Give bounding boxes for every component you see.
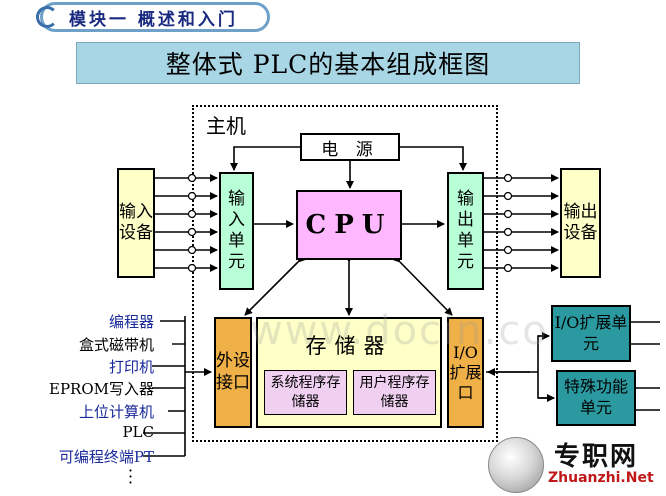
host-frame <box>192 105 498 442</box>
output-device-box: 输出设备 <box>560 168 601 278</box>
logo-ball-icon <box>488 437 544 493</box>
user-program-memory-box: 用户程序存储器 <box>353 370 436 415</box>
power-line-right <box>400 146 467 171</box>
peripheral-terminal: 可编程终端PT <box>58 448 154 466</box>
cpu-ioext-diag <box>392 254 453 316</box>
io-expansion-port-box: I/O扩展口 <box>447 317 484 428</box>
more-dots: ··· <box>128 461 134 492</box>
logo-url: Zhuanzhi.Net <box>548 470 654 486</box>
power-line-left <box>230 146 300 171</box>
module-badge-text: 模块一 概述和入门 <box>69 9 238 30</box>
peripheral-eprom-writer: EPROM写入器 <box>49 380 154 398</box>
output-lines <box>484 174 559 272</box>
input-unit-box: 输入单元 <box>219 172 254 290</box>
peripheral-plc: PLC <box>122 423 154 441</box>
cpu-extif-diag <box>244 254 306 316</box>
input-lines <box>155 174 218 272</box>
diagram-title: 整体式 PLC的基本组成框图 <box>76 42 580 84</box>
input-terminals <box>187 173 197 273</box>
host-label: 主机 <box>206 114 246 138</box>
memory-label: 存储器 <box>305 334 393 358</box>
peripheral-printer: 打印机 <box>108 358 154 376</box>
peripheral-host-computer: 上位计算机 <box>78 403 154 421</box>
peripheral-cassette: 盒式磁带机 <box>78 336 154 354</box>
peripheral-stubs <box>143 320 185 457</box>
module-badge: 模块一 概述和入门 <box>40 2 270 32</box>
peripheral-interface-box: 外设接口 <box>214 317 252 428</box>
special-function-unit-box: 特殊功能单元 <box>556 370 636 426</box>
peripheral-programmer: 编程器 <box>108 313 154 331</box>
io-expansion-unit-box: I/O扩展单元 <box>551 305 631 362</box>
output-unit-box: 输出单元 <box>447 172 484 290</box>
power-supply-box: 电 源 <box>300 133 400 161</box>
cpu-box: CPU <box>296 190 402 260</box>
watermark: www.docin.com <box>250 308 590 354</box>
output-terminals <box>503 173 513 273</box>
input-device-box: 输入设备 <box>117 168 155 278</box>
system-program-memory-box: 系统程序存储器 <box>264 370 347 415</box>
badge-swoosh-icon <box>36 6 58 28</box>
logo-text: 专职网 <box>554 442 639 472</box>
ext-unit-stubs <box>631 321 660 411</box>
